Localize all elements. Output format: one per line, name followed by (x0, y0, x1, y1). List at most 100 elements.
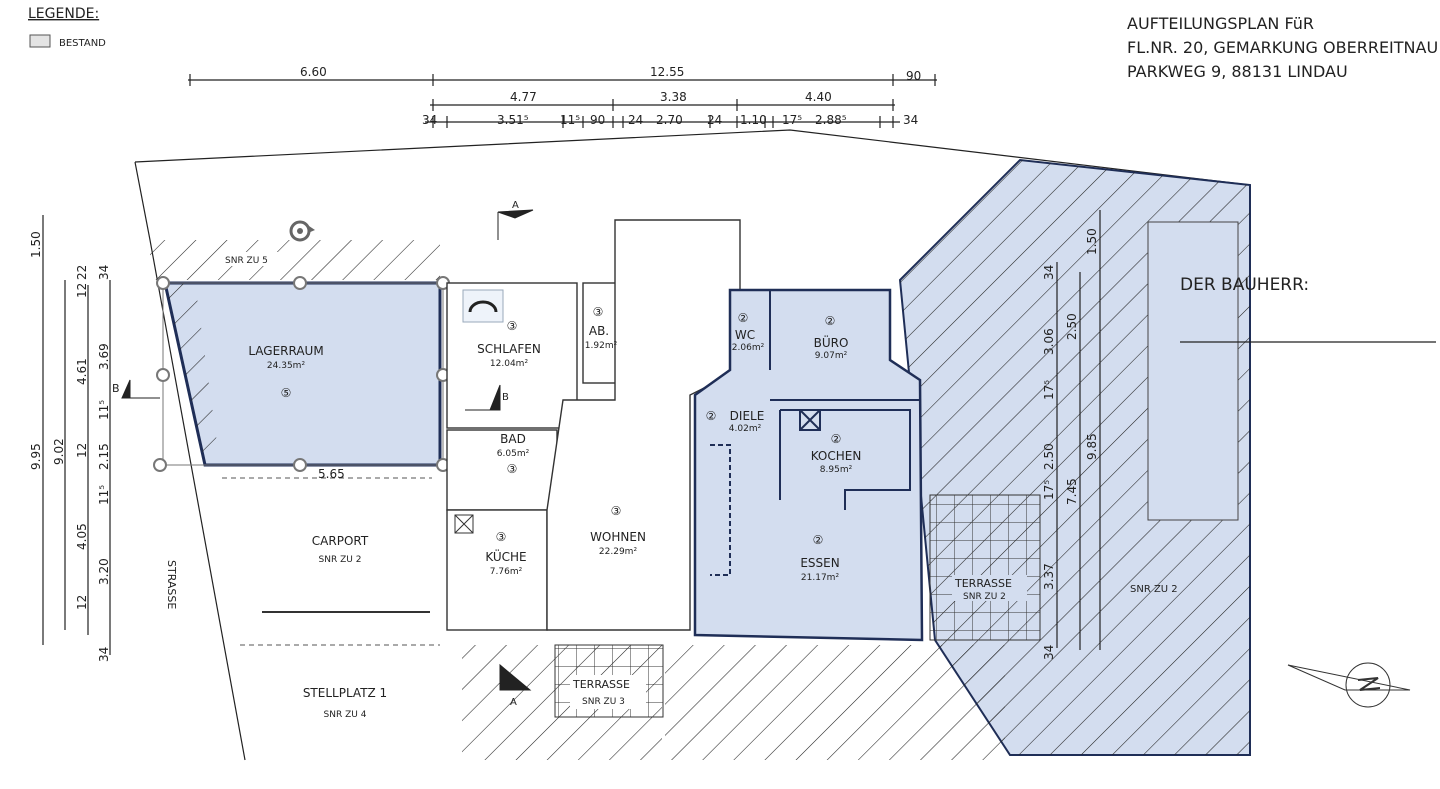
unit-3-walls (446, 219, 741, 631)
bauherr-box (1147, 221, 1239, 521)
room-unit: ③ (611, 504, 622, 518)
snr-5-label: SNR ZU 5 (225, 256, 268, 266)
dim-label: 3.06 (1042, 328, 1056, 355)
dim-label: 2.50 (1065, 313, 1079, 340)
room-label-wohnen: ③ WOHNEN 22.29m² (590, 504, 646, 557)
dim-label: 9.02 (52, 438, 66, 465)
room-name: ESSEN (800, 556, 839, 570)
section-a-label: A (512, 200, 519, 211)
dim-label: 3.20 (97, 558, 111, 585)
terrace-bottom-label: TERRASSE (572, 678, 630, 691)
dim-label: 34 (1042, 265, 1056, 280)
terrace-right-snr: SNR ZU 2 (963, 592, 1006, 602)
room-area: 6.05m² (497, 449, 530, 459)
dim-label: 4.40 (805, 90, 832, 104)
section-b-label: B (112, 382, 120, 395)
dim-label: 6.60 (300, 65, 327, 79)
room-name: LAGERRAUM (248, 344, 323, 358)
room-name: DIELE (730, 409, 765, 423)
dim-label: 4.77 (510, 90, 537, 104)
room-area: 8.95m² (820, 465, 853, 475)
room-unit: ③ (593, 305, 604, 319)
room-area: 7.76m² (490, 567, 523, 577)
dim-label: 3.69 (97, 343, 111, 370)
dim-label: 17⁵ (782, 113, 802, 127)
title-line: AUFTEILUNGSPLAN FüR (1127, 14, 1314, 33)
label-background (570, 675, 646, 709)
dim-label: 1.10 (740, 113, 767, 127)
terrace-right-label: TERRASSE (954, 577, 1012, 590)
dim-label: 2.88⁵ (815, 113, 847, 127)
room-area: 22.29m² (599, 547, 638, 557)
section-b-arrow-icon (465, 384, 501, 411)
room-unit: ② (831, 432, 842, 446)
dim-label: 12 (75, 443, 89, 458)
room-unit: ② (738, 311, 749, 325)
room-unit: ⑤ (281, 386, 292, 400)
stellplatz-label: STELLPLATZ 1 (303, 686, 387, 700)
dim-label: 90 (906, 69, 921, 83)
room-name: BAD (500, 432, 526, 446)
label-background (952, 575, 1027, 601)
resize-handle[interactable] (293, 276, 307, 290)
room-name: SCHLAFEN (477, 342, 541, 356)
left-dimensions: 9.95 1.50 9.02 4.61 12 22 12 4.05 12 34 … (29, 215, 111, 662)
room-area: 9.07m² (815, 351, 848, 361)
resize-handle[interactable] (153, 458, 167, 472)
garden-snr: SNR ZU 2 (1130, 584, 1178, 595)
dim-label: 34 (97, 647, 111, 662)
dim-label: 4.61 (75, 358, 89, 385)
section-a-arrow-icon (497, 209, 534, 240)
shaft-icon (454, 514, 474, 534)
resize-handle[interactable] (156, 276, 170, 290)
dim-label: 3.37 (1042, 563, 1056, 590)
dim-label: 11⁵ (560, 113, 580, 127)
room-name: WOHNEN (590, 530, 646, 544)
dim-label: 34 (97, 265, 111, 280)
dim-label: 22 (75, 265, 89, 280)
dim-label: 3.38 (660, 90, 687, 104)
room-name: KOCHEN (811, 449, 862, 463)
dim-label: 4.05 (75, 523, 89, 550)
rotate-handle-icon[interactable] (289, 220, 315, 242)
dim-label: 12 (75, 595, 89, 610)
dim-label: 17⁵ (1042, 380, 1056, 400)
dim-label: 3.51⁵ (497, 113, 529, 127)
room-unit: ③ (507, 319, 518, 333)
lagerraum-width-dim: 5.65 (318, 467, 345, 481)
legend-item-bestand: BESTAND (59, 38, 106, 49)
resize-handle[interactable] (156, 368, 170, 382)
room-area: 1.92m² (585, 341, 618, 351)
terrace-right (929, 494, 1041, 641)
north-arrow-icon (1287, 662, 1411, 708)
dim-label: 90 (590, 113, 605, 127)
legend-title: LEGENDE: (28, 6, 99, 22)
carport-label: CARPORT (312, 534, 369, 548)
room-unit: ③ (496, 530, 507, 544)
dim-label: 7.45 (1065, 478, 1079, 505)
resize-handle[interactable] (293, 458, 307, 472)
dim-label: 1.50 (1085, 228, 1099, 255)
right-dimensions: 34 3.06 17⁵ 2.50 17⁵ 3.37 34 2.50 7.45 1… (1042, 210, 1101, 660)
title-line: FL.NR. 20, GEMARKUNG OBERREITNAU (1127, 38, 1438, 57)
unit-2-walls (710, 290, 920, 576)
dim-label: 9.95 (29, 443, 43, 470)
carport-snr: SNR ZU 2 (319, 555, 362, 565)
hatched-area (665, 645, 1005, 760)
room-unit: ② (825, 314, 836, 328)
top-dimensions: 6.60 12.55 90 4.77 3.38 4.40 34 3.51⁵ 11… (188, 65, 937, 128)
dim-label: 11⁵ (97, 400, 111, 420)
dim-label: 34 (1042, 645, 1056, 660)
stellplatz-snr: SNR ZU 4 (324, 710, 367, 720)
bauherr-label: DER BAUHERR: (1180, 275, 1309, 295)
legend-swatch (29, 34, 51, 48)
dim-label: 2.50 (1042, 443, 1056, 470)
dim-label: 12.55 (650, 65, 684, 79)
dim-label: 2.15 (97, 443, 111, 470)
